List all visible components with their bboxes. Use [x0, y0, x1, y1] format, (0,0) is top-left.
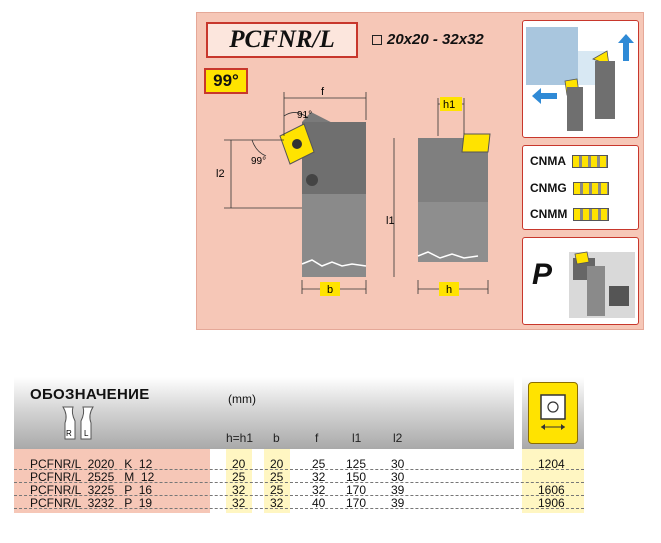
l1-cell: 125	[346, 457, 367, 471]
designation-heading: ОБОЗНАЧЕНИЕ	[30, 386, 150, 403]
column-header: h=h1	[226, 431, 254, 445]
l1-cell: 170	[346, 483, 367, 497]
material-panel	[522, 237, 639, 325]
l2-cell: 30	[391, 457, 405, 471]
clamp-screw-icon	[306, 174, 318, 186]
l2-cell: 30	[391, 470, 405, 484]
insert-cnmg-icon	[572, 181, 609, 195]
material-group-letter: P	[532, 258, 553, 291]
l2-cell: 39	[391, 496, 405, 510]
product-title: PCFNR/L	[206, 22, 358, 58]
size-range: 20x20 - 32x32	[372, 31, 484, 48]
size-range-text: 20x20 - 32x32	[387, 31, 484, 48]
dim-h1-highlight	[440, 97, 462, 111]
row-divider	[14, 495, 584, 496]
h-cell: 32	[232, 483, 246, 497]
b-cell: 20	[270, 457, 284, 471]
insert-type-label: CNMM	[530, 207, 568, 221]
column-header: l1	[352, 431, 362, 445]
f-cell: 32	[312, 483, 326, 497]
table-row: PCFNR/L 2525 M 12 25 25 32 150 30	[0, 471, 661, 484]
designation-cell: PCFNR/L 3225 P 16	[30, 483, 153, 497]
dim-f-label: f	[321, 86, 325, 98]
dim-b-highlight	[320, 282, 340, 296]
b-cell: 25	[270, 483, 284, 497]
insert-type-row: CNMG	[530, 181, 609, 195]
column-header: f	[315, 431, 319, 445]
designation-cell: PCFNR/L 2525 M 12	[30, 470, 155, 484]
insert-cell: 1204	[538, 457, 565, 471]
h-cell: 25	[232, 470, 246, 484]
insert-type-label: CNMA	[530, 154, 566, 168]
insert-shape-icon	[540, 394, 566, 430]
approach-angle-badge: 99°	[204, 68, 248, 94]
right-hand-label: R	[66, 429, 72, 438]
row-divider	[14, 482, 584, 483]
insert-cnmm-icon	[573, 207, 610, 221]
insert-cell: 1606	[538, 483, 565, 497]
tool-holder-drawing: f h1 b h l1 l2 91° 99°	[216, 86, 491, 296]
dim-l2-label: l2	[216, 168, 225, 180]
dim-h-highlight	[439, 282, 459, 296]
table-header	[14, 377, 514, 449]
turning-operation-icon	[526, 27, 634, 131]
table-row: PCFNR/L 3232 P 19 32 32 40 170 39 1906	[0, 497, 661, 510]
l2-cell: 39	[391, 483, 405, 497]
insert-type-row: CNMA	[530, 154, 608, 168]
table-row: PCFNR/L 3225 P 16 32 25 32 170 39 1606	[0, 484, 661, 497]
insert-shape-badge	[528, 382, 578, 444]
insert-type-row: CNMM	[530, 207, 610, 221]
insert-cnma-icon	[572, 154, 608, 168]
operation-panel	[522, 20, 639, 138]
column-header: l2	[393, 431, 403, 445]
h-column-bg	[226, 449, 252, 513]
dim-h-label: h	[446, 284, 452, 296]
b-cell: 25	[270, 470, 284, 484]
hand-icon: R L	[62, 406, 94, 440]
h-cell: 20	[232, 457, 246, 471]
b-cell: 32	[270, 496, 284, 510]
l1-cell: 170	[346, 496, 367, 510]
dim-h1-label: h1	[443, 99, 455, 111]
angle-99-label: 99°	[251, 156, 266, 167]
insert-side-icon	[461, 133, 491, 153]
designation-cell: PCFNR/L 2020 K 12	[30, 457, 153, 471]
l1-cell: 150	[346, 470, 367, 484]
f-cell: 25	[312, 457, 326, 471]
break-line-side	[417, 251, 479, 259]
left-hand-label: L	[84, 429, 89, 438]
insert-screw-icon	[292, 139, 302, 149]
designation-column-bg	[14, 449, 210, 513]
holder-mount-icon	[569, 251, 635, 318]
f-cell: 32	[312, 470, 326, 484]
dim-l1-label: l1	[386, 215, 395, 227]
h-cell: 32	[232, 496, 246, 510]
units-label: (mm)	[228, 392, 256, 406]
designation-cell: PCFNR/L 3232 P 19	[30, 496, 153, 510]
row-divider	[14, 508, 584, 509]
angle-91-label: 91°	[297, 110, 312, 121]
dim-b-label: b	[327, 284, 333, 296]
square-shank-icon	[372, 34, 382, 45]
f-cell: 40	[312, 496, 326, 510]
column-header: b	[273, 431, 280, 445]
table-row: PCFNR/L 2020 K 12 20 20 25 125 30 1204	[0, 458, 661, 471]
break-line-front	[301, 259, 367, 267]
row-divider	[14, 469, 584, 470]
insert-cell: 1906	[538, 496, 565, 510]
b-column-bg	[264, 449, 290, 513]
insert-column-bg	[522, 449, 584, 513]
insert-type-label: CNMG	[530, 181, 567, 195]
